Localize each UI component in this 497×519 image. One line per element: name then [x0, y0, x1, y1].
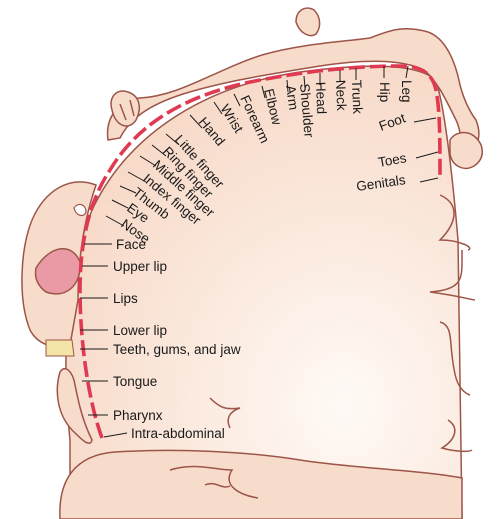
label-head: Head [313, 82, 329, 115]
homunculus-body [106, 27, 480, 153]
label-ticks [80, 65, 439, 438]
temporal-lobe [59, 449, 463, 519]
sulcus-3 [439, 321, 471, 396]
label-toes: Toes [377, 150, 408, 170]
label-hip: Hip [377, 82, 392, 102]
label-teeth-gums-jaw: Teeth, gums, and jaw [113, 342, 241, 357]
homunculus-foot [449, 131, 483, 170]
left-labels: Face Upper lip Lips Lower lip Teeth, gum… [113, 237, 241, 441]
homunculus-tongue [56, 367, 93, 444]
label-intra-abdominal: Intra-abdominal [131, 426, 225, 441]
label-trunk: Trunk [349, 80, 365, 115]
homunculus-head [295, 7, 321, 37]
label-leg: Leg [399, 80, 414, 103]
homunculus-hand [110, 90, 141, 127]
label-neck: Neck [333, 80, 349, 112]
homunculus-teeth [45, 339, 75, 357]
sulcus-2 [429, 250, 476, 301]
sulcus-lower [169, 465, 259, 499]
label-pharynx: Pharynx [113, 408, 163, 423]
label-lips: Lips [113, 291, 138, 306]
label-tongue: Tongue [113, 374, 157, 389]
label-lower-lip: Lower lip [113, 323, 167, 338]
homunculus-eye [73, 203, 87, 217]
homunculus-lips [34, 247, 81, 295]
sulcus-4 [440, 419, 473, 453]
label-genitals: Genitals [355, 172, 406, 194]
label-upper-lip: Upper lip [113, 259, 167, 274]
label-shoulder: Shoulder [297, 83, 317, 139]
sulcus-5 [209, 397, 241, 429]
sulcus-1 [438, 194, 471, 251]
label-face: Face [116, 237, 146, 252]
cortex-band [78, 64, 442, 439]
label-arm: Arm [283, 84, 301, 111]
